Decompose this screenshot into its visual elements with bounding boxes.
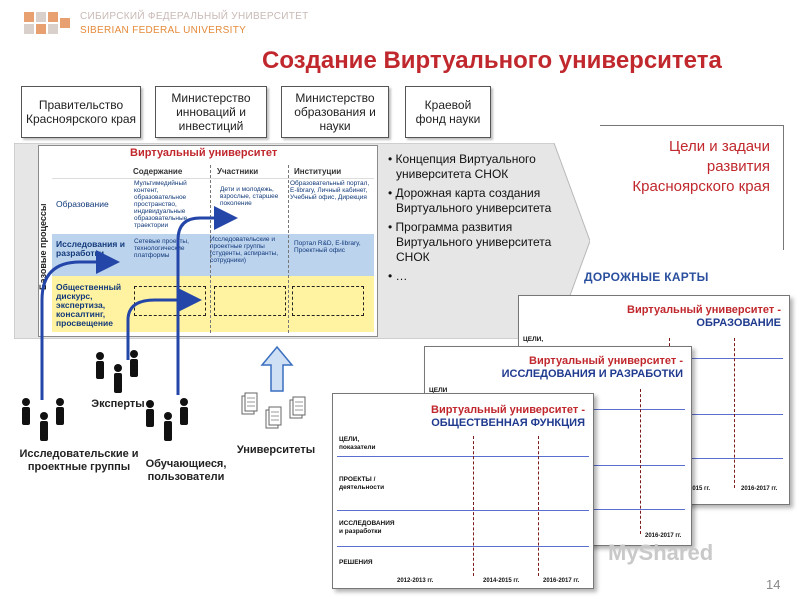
documents-list-item: • Дорожная карта создания Виртуального у… bbox=[388, 186, 552, 215]
roadmap-row-label: ПРОЕКТЫ / деятельности bbox=[339, 476, 385, 491]
vu-cell: Образовательный портал, E-library, Личны… bbox=[290, 180, 370, 201]
vu-col-divider bbox=[288, 165, 289, 333]
vu-diagram-title: Виртуальный университет bbox=[130, 147, 278, 159]
goals-text: Цели и задачи развития Красноярского кра… bbox=[632, 138, 770, 195]
university-logo: СИБИРСКИЙ ФЕДЕРАЛЬНЫЙ УНИВЕРСИТЕТ SIBERI… bbox=[22, 8, 308, 42]
roadmap-card-title: Виртуальный университет - ОБРАЗОВАНИЕ bbox=[627, 304, 781, 329]
documents-list: • Концепция Виртуального университета СН… bbox=[388, 152, 578, 288]
roadmap-year-label: 2014-2015 гг. bbox=[483, 578, 520, 584]
vu-empty-slot bbox=[292, 286, 364, 316]
roadmap-period-divider bbox=[734, 338, 735, 488]
up-arrow-icon bbox=[260, 345, 294, 392]
vu-cell: Дети и молодежь, взрослые, старшее покол… bbox=[220, 186, 279, 207]
org-box-science-fund: Краевой фонд науки bbox=[405, 86, 491, 138]
roadmap-period-divider bbox=[640, 389, 641, 534]
universities-label: Университеты bbox=[236, 444, 316, 456]
roadmap-card-title: Виртуальный университет - ОБЩЕСТВЕННАЯ Ф… bbox=[431, 404, 585, 429]
university-name-ru: СИБИРСКИЙ ФЕДЕРАЛЬНЫЙ УНИВЕРСИТЕТ bbox=[80, 11, 309, 22]
roadmap-period-divider bbox=[538, 436, 539, 576]
roadmap-row-label: ЦЕЛИ bbox=[429, 387, 448, 394]
vu-row-label: Исследования и разработки bbox=[56, 239, 125, 258]
roadmap-year-label: 2015 гг. bbox=[689, 486, 711, 492]
documents-list-item: • … bbox=[388, 269, 408, 283]
vu-col-header: Участники bbox=[217, 167, 259, 176]
documents-list-item: • Концепция Виртуального университета СН… bbox=[388, 152, 536, 181]
research-group-icon bbox=[22, 398, 64, 441]
vu-empty-slot bbox=[134, 286, 206, 316]
roadmap-row-label: ЦЕЛИ, показатели bbox=[339, 436, 376, 451]
learners-icon bbox=[146, 398, 188, 441]
roadmap-row-label: ЦЕЛИ, bbox=[523, 336, 544, 343]
org-box-ministry-education: Министерство образования и науки bbox=[281, 86, 389, 138]
university-name-en: SIBERIAN FEDERAL UNIVERSITY bbox=[80, 25, 247, 36]
vu-cell: Мультимедийный контент, образовательное … bbox=[134, 180, 188, 229]
vu-cell: Портал R&D, E-library, Проектный офис bbox=[294, 240, 361, 254]
watermark: MyShared bbox=[608, 540, 714, 565]
vu-band-education bbox=[52, 178, 374, 234]
roadmap-year-label: 2016-2017 гг. bbox=[543, 578, 580, 584]
roadmap-row-label: РЕШЕНИЯ bbox=[339, 559, 373, 566]
roadmap-year-label: 2016-2017 гг. bbox=[741, 486, 778, 492]
experts-label: Эксперты bbox=[91, 398, 145, 410]
roadmap-card-title: Виртуальный университет - ИССЛЕДОВАНИЯ И… bbox=[501, 355, 683, 380]
vu-col-header: Институции bbox=[294, 167, 342, 176]
documents-list-item: • Программа развития Виртуального универ… bbox=[388, 220, 552, 264]
roadmap-row-line bbox=[337, 546, 589, 547]
vu-row-label: Общественный дискурс, экспертиза, консал… bbox=[56, 282, 122, 328]
vu-cell: Сетевые проекты, технологические платфор… bbox=[134, 238, 189, 259]
goals-frame bbox=[600, 125, 784, 250]
sfu-logo-icon bbox=[24, 12, 70, 34]
roadmap-row-label: ИССЛЕДОВАНИЯ и разработки bbox=[339, 520, 395, 535]
roadmap-row-line bbox=[337, 510, 589, 511]
roadmap-year-label: 2012-2013 гг. bbox=[397, 578, 434, 584]
slide-title: Создание Виртуального университета bbox=[262, 47, 722, 74]
vu-col-header: Содержание bbox=[133, 167, 183, 176]
vu-col-divider bbox=[210, 165, 211, 333]
org-box-ministry-innovation: Министерство инноваций и инвестиций bbox=[155, 86, 267, 138]
roadmaps-label: ДОРОЖНЫЕ КАРТЫ bbox=[584, 270, 709, 284]
page-number: 14 bbox=[766, 577, 781, 592]
vu-cell: Исследовательские и проектные группы (ст… bbox=[210, 236, 279, 264]
learners-label: Обучающиеся, пользователи bbox=[145, 458, 227, 483]
vu-row-label: Образование bbox=[56, 199, 109, 209]
vu-band-public bbox=[52, 276, 374, 332]
roadmap-period-divider bbox=[473, 436, 474, 576]
roadmap-card-public: Виртуальный университет - ОБЩЕСТВЕННАЯ Ф… bbox=[332, 393, 594, 589]
roadmap-row-line bbox=[337, 456, 589, 457]
org-box-government: Правительство Красноярского края bbox=[21, 86, 141, 138]
research-group-label: Исследовательские и проектные группы bbox=[19, 448, 139, 473]
roadmap-year-label: 2016-2017 гг. bbox=[645, 533, 682, 539]
vu-empty-slot bbox=[214, 286, 286, 316]
experts-icon bbox=[96, 350, 138, 393]
universities-icon bbox=[241, 392, 306, 429]
